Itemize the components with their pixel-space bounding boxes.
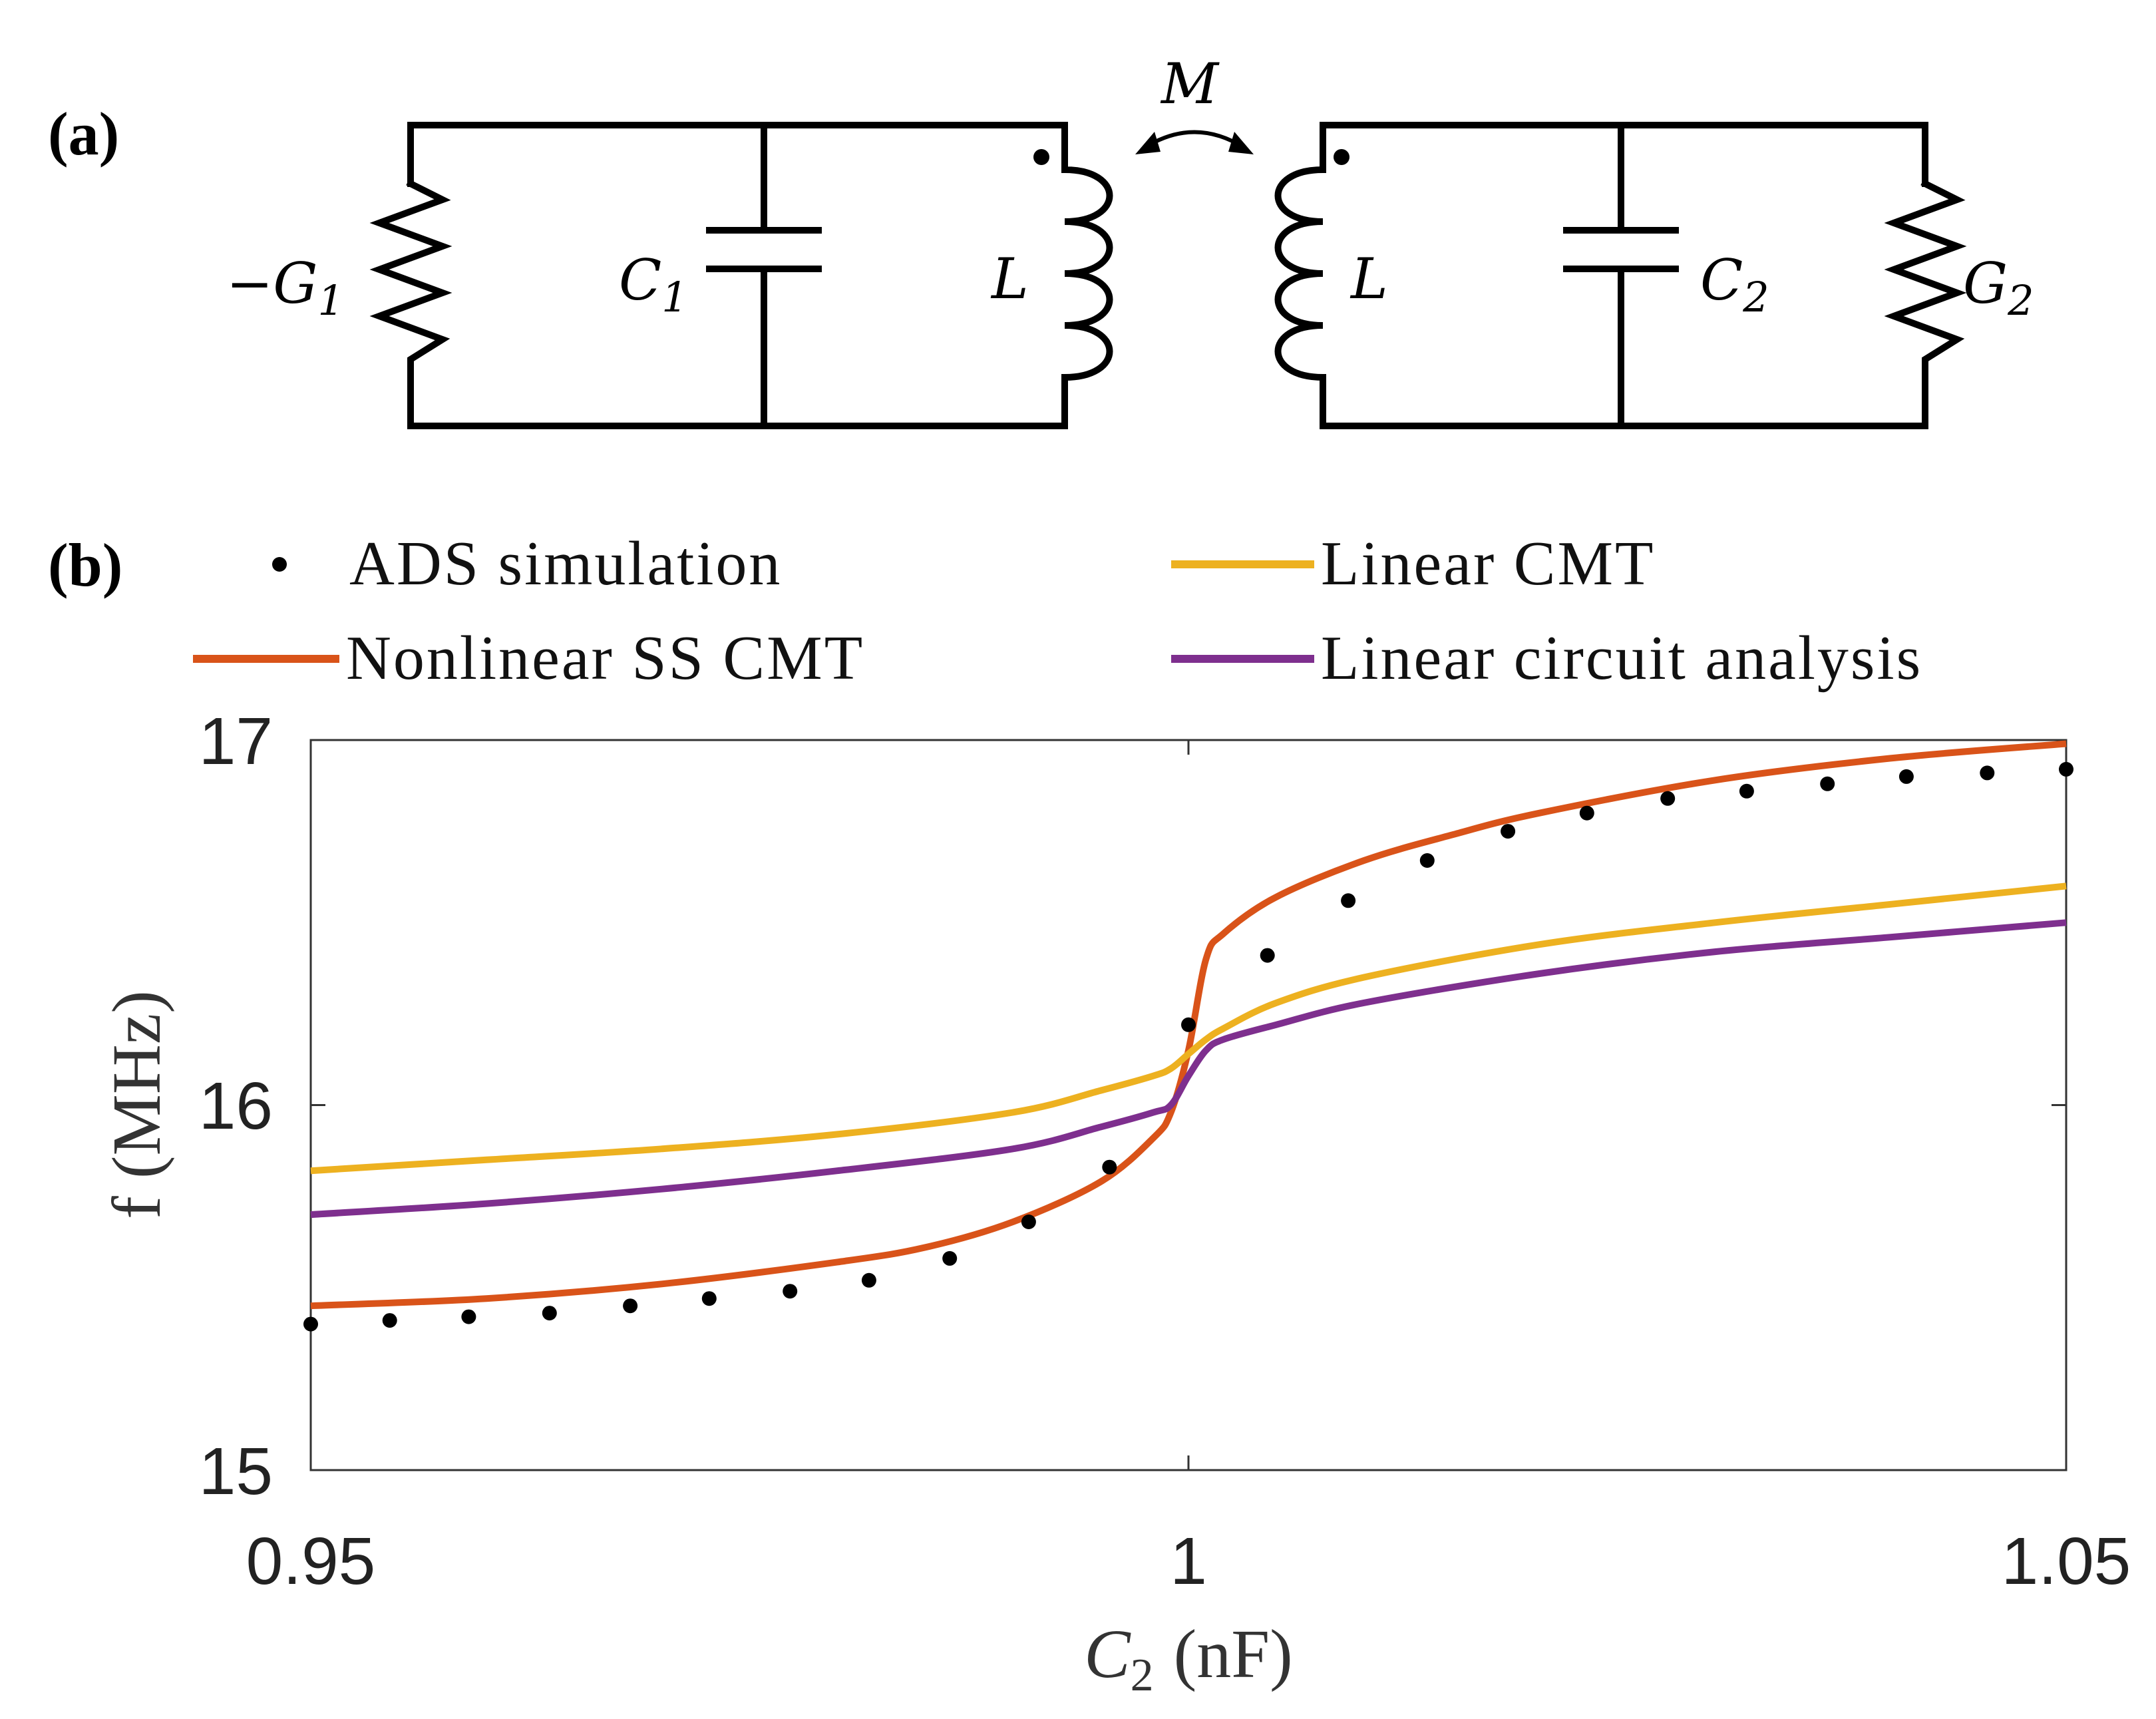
left-loop-wire [407,122,1068,187]
coupling-arrow [1143,130,1246,150]
ads-point-14 [1419,853,1435,868]
legend-linear-circuit-label: Linear circuit analysis [1321,624,1922,693]
m-label: M [1160,51,1220,116]
x-axis-label: C2(nF) [1084,1616,1292,1701]
ads-point-22 [2059,761,2073,777]
y-tick-label-15: 15 [199,1434,273,1509]
ads-point-10 [1102,1159,1117,1175]
ads-point-16 [1579,805,1594,821]
ads-point-11 [1181,1017,1196,1032]
ads-point-2 [461,1309,476,1324]
legend-nonlinear-label: Nonlinear SS CMT [346,624,864,693]
right-inductor [1274,166,1327,381]
series-line-linear-circuit-analysis [310,919,2067,1219]
ads-point-6 [783,1284,798,1299]
ads-point-3 [542,1306,557,1321]
coupling-arrow-head-left [1135,132,1161,154]
x-tick-label-0.95: 0.95 [246,1524,376,1599]
legend-ads-marker [272,557,287,572]
ads-point-8 [942,1250,958,1266]
plot-area [303,739,2073,1471]
ads-point-7 [861,1272,876,1288]
ads-point-19 [1820,776,1835,791]
axes-frame [309,739,2067,1471]
x-tick-label-1.05: 1.05 [2002,1524,2131,1599]
left-resonator [369,122,1113,429]
left-resistor [369,179,452,373]
ads-point-9 [1021,1215,1036,1229]
ads-point-1 [382,1313,397,1328]
y-axis-label: f (MHz) [98,990,175,1219]
coupling-arrow-head-right [1228,132,1254,154]
right-resistor [1884,179,1967,373]
neg-g1-label: −G1 [226,251,344,325]
right-l-label: L [1349,246,1388,311]
left-loop-bottom-wire [407,366,1068,429]
ads-point-5 [701,1291,717,1306]
right-inductor-dot [1334,149,1349,165]
series-layer [303,740,2073,1332]
y-tick-label-17: 17 [199,704,273,779]
legend-linear-cmt-label: Linear CMT [1321,529,1655,598]
ads-point-21 [1980,765,1995,781]
panel-b-label: (b) [48,531,122,599]
legend-ads-label: ADS simulation [349,529,782,598]
panel-a-label: (a) [48,100,119,168]
ads-point-13 [1341,893,1356,908]
y-tick-label-16: 16 [199,1069,273,1143]
series-line-linear-cmt [310,882,2067,1175]
ads-point-18 [1739,783,1754,799]
c1-label: C1 [619,248,688,321]
ads-point-20 [1898,769,1914,784]
left-l-label: L [990,246,1029,311]
left-inductor-dot [1033,149,1049,165]
ads-point-12 [1260,948,1275,963]
c2-label: C2 [1700,248,1769,321]
ads-point-15 [1501,824,1516,839]
ticks [309,739,2067,1471]
g2-label: G2 [1963,251,2034,325]
x-tick-label-1: 1 [1170,1524,1207,1599]
ads-point-0 [303,1316,318,1332]
right-resonator [1274,122,1967,429]
legend: ADS simulation Linear CMT Nonlinear SS C… [193,529,1922,693]
ads-point-17 [1660,791,1676,806]
circuit-diagram: −G1 C1 L M L C2 G2 [226,51,2034,429]
ads-point-4 [623,1298,638,1314]
left-inductor [1061,166,1113,381]
